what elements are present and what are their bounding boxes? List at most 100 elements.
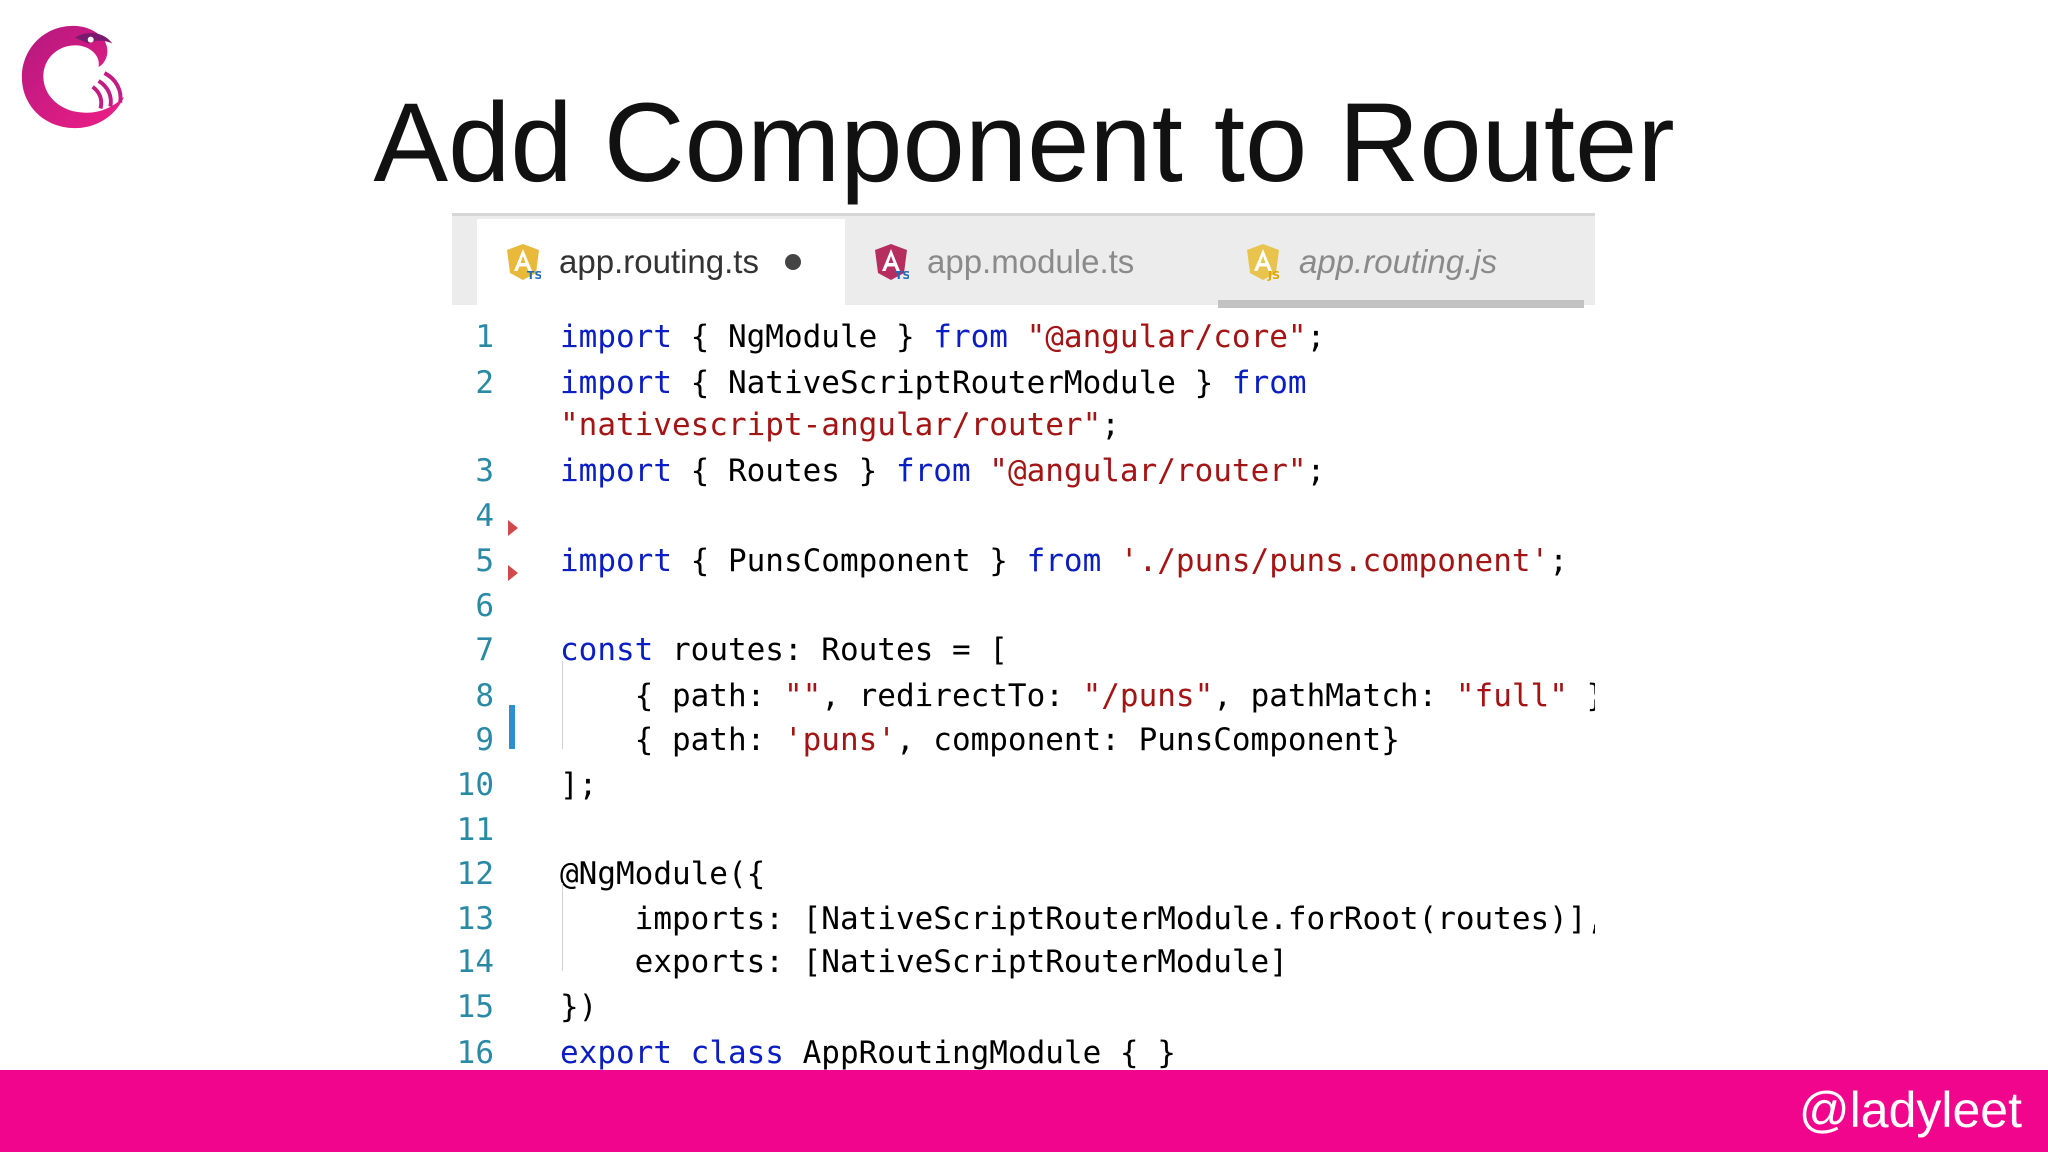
code-text: import { PunsComponent } from './puns/pu… [560, 539, 1568, 583]
line-number: 5 [475, 543, 494, 579]
keyword-token: import [560, 453, 672, 489]
slide-title: Add Component to Router [373, 80, 1675, 205]
code-token: }) [560, 989, 598, 1025]
code-text: }) [560, 985, 597, 1029]
line-number: 1 [475, 319, 494, 355]
string-token: './puns/puns.component' [1119, 543, 1550, 579]
tab-label: app.routing.js [1299, 243, 1498, 280]
editor-tab-bar: TS app.routing.ts TS app.module.ts JS ap… [452, 213, 1595, 308]
line-number: 14 [456, 944, 494, 980]
twitter-handle: @ladyleet [1798, 1082, 2022, 1138]
code-token: @NgModule({ [560, 856, 766, 892]
fold-arrow-icon[interactable] [508, 520, 518, 536]
line-number: 3 [475, 453, 494, 489]
code-token: imports: [NativeScriptRouterModule.forRo… [560, 901, 1595, 937]
code-text: @NgModule({ [560, 852, 765, 896]
line-number: 16 [456, 1035, 494, 1070]
code-line[interactable]: 15}) [452, 985, 1595, 1029]
keyword-token: class [690, 1035, 784, 1070]
code-text: "nativescript-angular/router"; [560, 403, 1120, 447]
tab-app-module-ts[interactable]: TS app.module.ts [845, 219, 1213, 305]
line-number: 13 [456, 901, 494, 937]
keyword-token: from [895, 453, 971, 489]
tab-app-routing-js[interactable]: JS app.routing.js [1217, 219, 1585, 305]
code-token: }, [1568, 678, 1595, 714]
keyword-token: const [560, 632, 654, 668]
line-number: 10 [456, 767, 494, 803]
code-text: import { NativeScriptRouterModule } from [560, 361, 1307, 405]
code-token: , component: PunsComponent} [895, 722, 1400, 758]
svg-text:TS: TS [527, 269, 541, 281]
code-line[interactable]: "nativescript-angular/router"; [452, 403, 1595, 447]
code-editor[interactable]: TS app.routing.ts TS app.module.ts JS ap… [452, 213, 1595, 1070]
code-line[interactable]: 4 [452, 494, 1595, 538]
angular-js-file-icon: JS [1247, 244, 1280, 281]
code-line[interactable]: 9 { path: 'puns', component: PunsCompone… [452, 718, 1595, 762]
keyword-token: import [560, 319, 672, 355]
code-token [1101, 543, 1120, 579]
string-token: "nativescript-angular/router" [560, 407, 1102, 443]
code-token: ; [1101, 407, 1120, 443]
code-line[interactable]: 1 import { NgModule } from "@angular/core… [452, 315, 1595, 359]
code-token: ; [1306, 319, 1326, 355]
line-number: 9 [475, 722, 494, 758]
code-line[interactable]: 8 { path: "", redirectTo: "/puns", pathM… [452, 674, 1595, 718]
code-text: { path: 'puns', component: PunsComponent… [560, 718, 1400, 762]
line-number: 11 [456, 812, 494, 848]
code-token: ]; [560, 767, 598, 803]
string-token: 'puns' [783, 722, 896, 758]
tab-label: app.module.ts [927, 243, 1135, 280]
code-token: AppRoutingModule { } [783, 1035, 1176, 1070]
keyword-token: from [1026, 543, 1102, 579]
code-text: ]; [560, 763, 597, 807]
code-line[interactable]: 3 import { Routes } from "@angular/router… [452, 449, 1595, 493]
code-line[interactable]: 10]; [452, 763, 1595, 807]
code-token: { NativeScriptRouterModule } [671, 365, 1232, 401]
code-text: export class AppRoutingModule { } [560, 1031, 1176, 1070]
code-line[interactable]: 14 exports: [NativeScriptRouterModule] [452, 940, 1595, 984]
reactivex-logo-icon [21, 25, 125, 129]
tab-app-routing-ts[interactable]: TS app.routing.ts [477, 219, 845, 305]
string-token: "@angular/router" [989, 453, 1307, 489]
line-number: 6 [475, 588, 494, 624]
code-text: exports: [NativeScriptRouterModule] [560, 940, 1288, 984]
code-token [1008, 319, 1027, 355]
svg-text:TS: TS [895, 269, 909, 281]
svg-text:JS: JS [1267, 269, 1280, 281]
code-line[interactable]: 11 [452, 808, 1595, 852]
code-line[interactable]: 6 [452, 584, 1595, 628]
line-number: 2 [475, 365, 494, 401]
code-token: ; [1549, 543, 1568, 579]
code-token: , pathMatch: [1213, 678, 1456, 714]
code-line[interactable]: 5 import { PunsComponent } from './puns/p… [452, 539, 1595, 583]
indent-guide [562, 661, 563, 749]
code-token: { Routes } [671, 453, 896, 489]
code-line[interactable]: 13 imports: [NativeScriptRouterModule.fo… [452, 897, 1595, 941]
code-token: { path: [560, 678, 784, 714]
code-line[interactable]: 2 import { NativeScriptRouterModule } fro… [452, 361, 1595, 405]
code-token: { NgModule } [671, 319, 934, 355]
indent-guide [562, 883, 563, 971]
code-line[interactable]: 16 export class AppRoutingModule { } [452, 1031, 1595, 1070]
line-number: 4 [475, 498, 494, 534]
code-token: { PunsComponent } [671, 543, 1027, 579]
keyword-token: from [933, 319, 1008, 355]
line-number: 7 [475, 632, 494, 668]
string-token: "/puns" [1082, 678, 1214, 714]
tab-scrollbar[interactable] [1218, 300, 1584, 308]
unsaved-dot-icon [784, 254, 801, 270]
fold-arrow-icon[interactable] [508, 565, 518, 581]
string-token: "@angular/core" [1026, 319, 1307, 355]
string-token: "full" [1455, 678, 1568, 714]
code-token: ; [1306, 453, 1326, 489]
code-token: , redirectTo: [821, 678, 1083, 714]
code-token [971, 453, 990, 489]
keyword-token: import [560, 365, 672, 401]
code-text: imports: [NativeScriptRouterModule.forRo… [560, 897, 1595, 941]
code-text: { path: "", redirectTo: "/puns", pathMat… [560, 674, 1595, 718]
tab-label: app.routing.ts [559, 243, 759, 280]
code-line[interactable]: 12@NgModule({ [452, 852, 1595, 896]
code-text: import { NgModule } from "@angular/core"… [560, 315, 1325, 359]
footer-bar: @ladyleet [0, 1070, 2048, 1152]
